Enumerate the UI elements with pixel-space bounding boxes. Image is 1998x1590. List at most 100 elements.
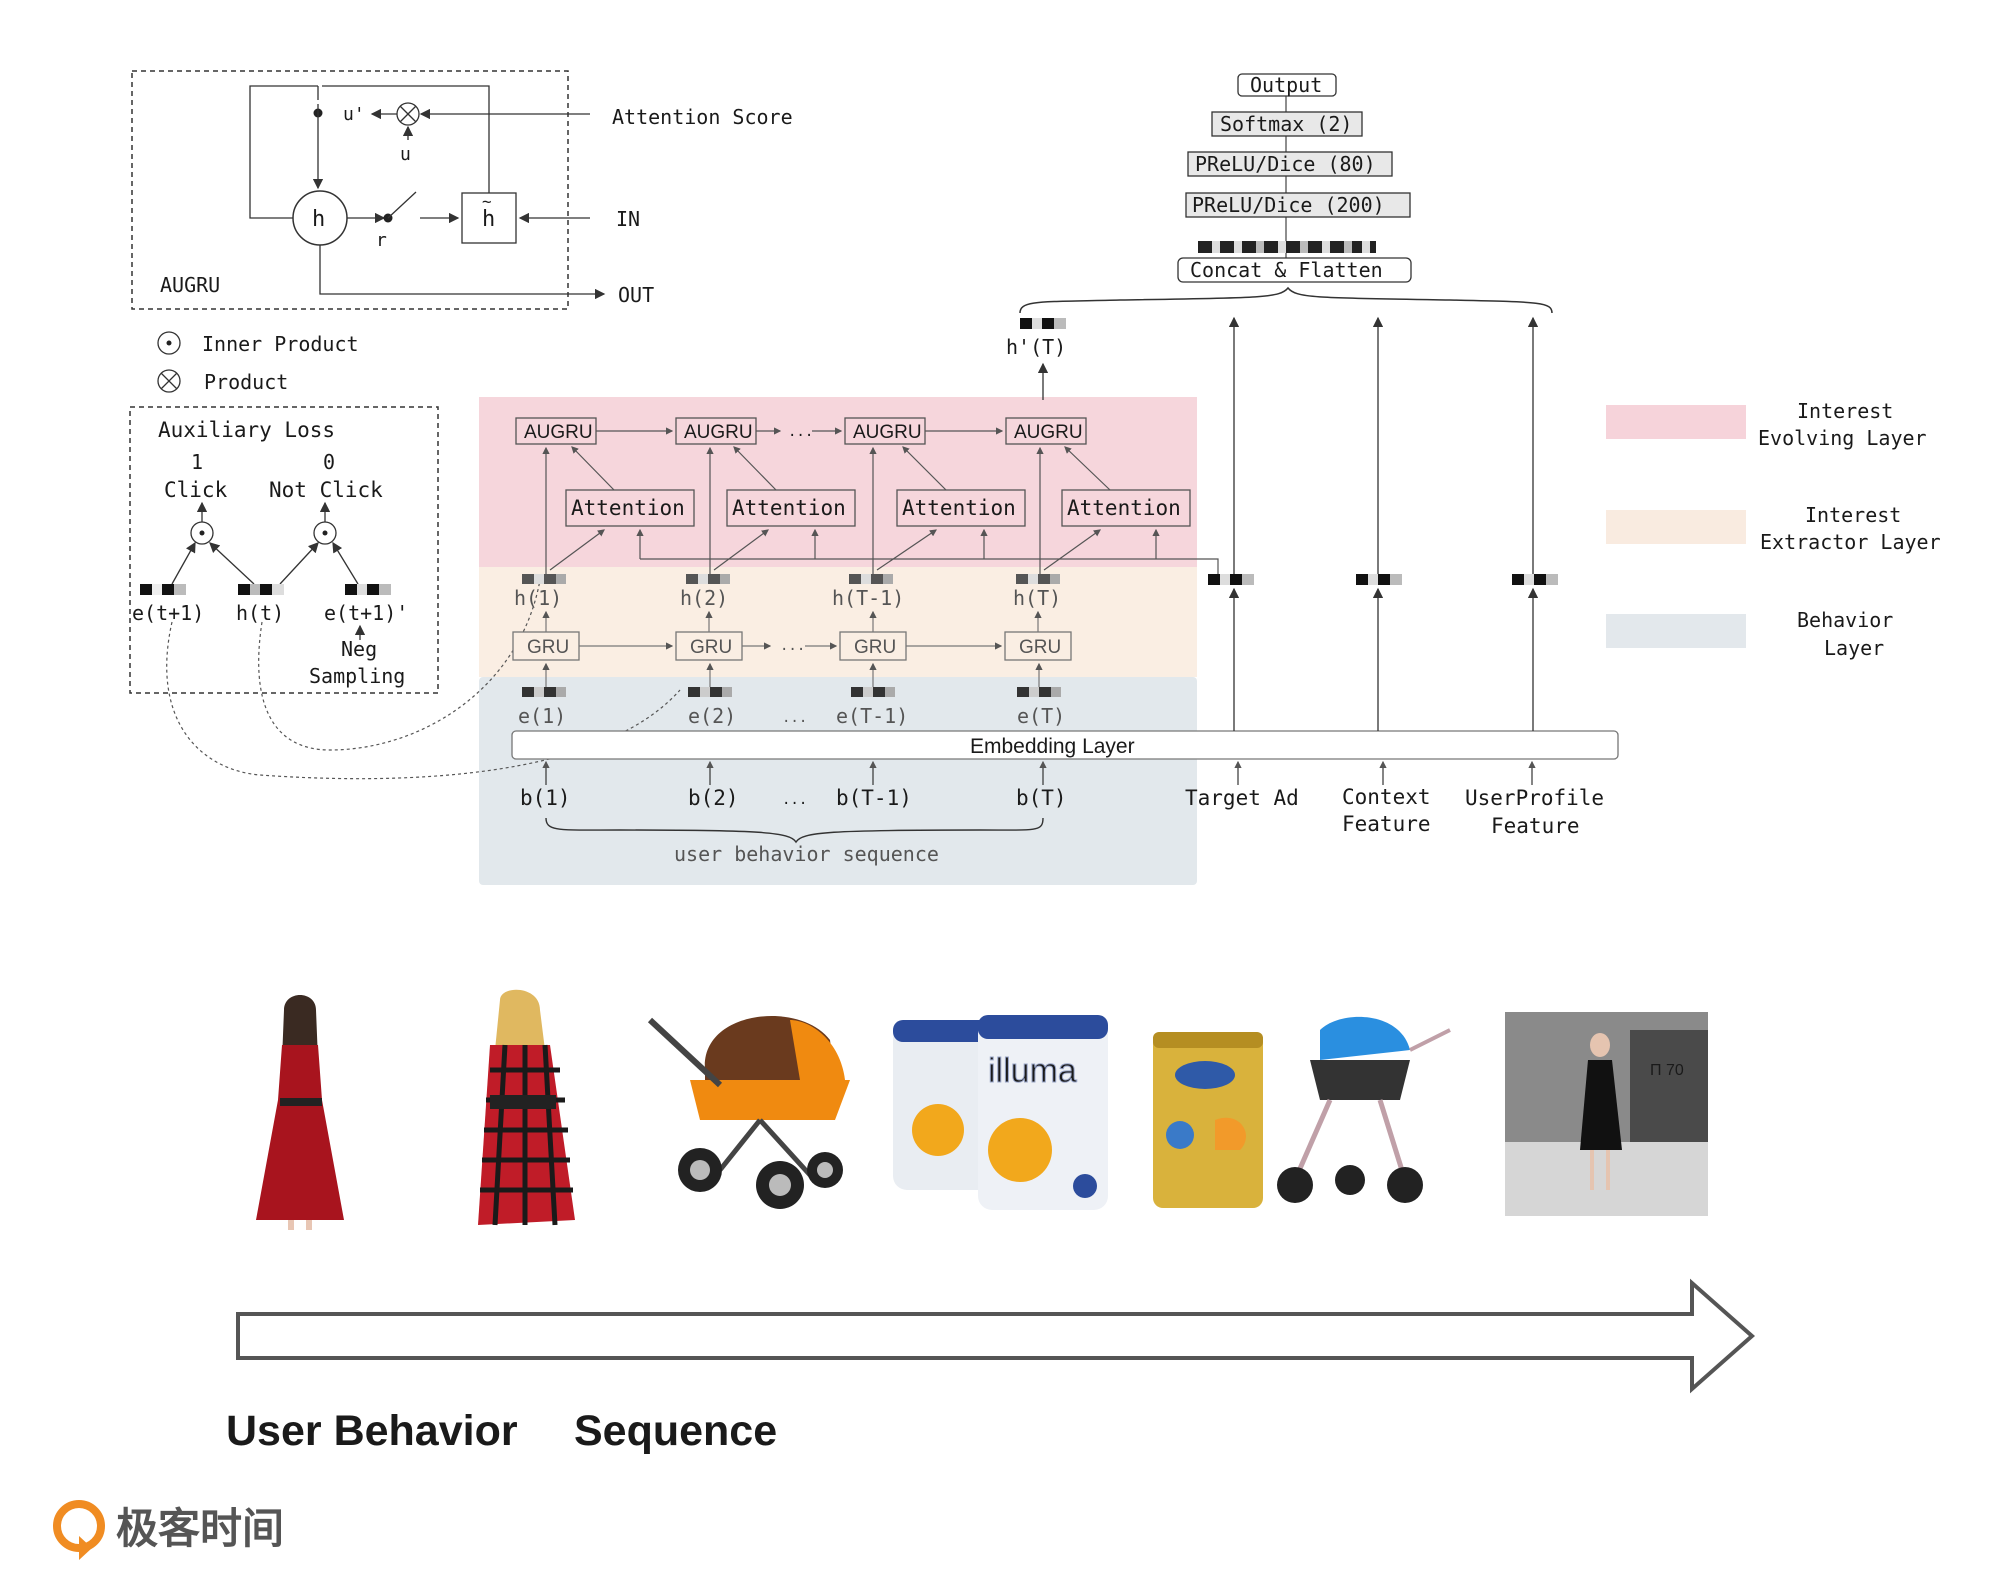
caption-user-behavior: User Behavior [226,1407,518,1455]
target-ad-embedding [1208,574,1254,585]
legend-behavior-line2: Layer [1824,636,1884,660]
click-value: 1 [191,450,203,474]
operator-legend: Inner Product Product [157,331,359,394]
concat-embedding-strip [1198,241,1376,253]
caption-sequence: Sequence [574,1407,777,1455]
context-embedding [1356,574,1402,585]
layer-legend: Interest Evolving Layer Interest Extract… [1606,399,1941,660]
not-click-value: 0 [323,450,335,474]
userprofile-feature-label-1: UserProfile [1465,786,1604,810]
orange-stroller-image [647,1016,850,1209]
userprofile-embedding [1512,574,1558,585]
behavior-layer: e(1) e(2) e(T-1) e(T) ... Embedding Laye… [511,662,1619,866]
r-label: r [376,230,387,251]
e-next-neg-label: e(t+1)' [324,601,408,625]
h-label-1: h(1) [514,586,562,610]
timeline-arrow [236,1278,1756,1394]
augru-cell-title: AUGRU [160,273,220,297]
h-label-2: h(2) [680,586,728,610]
attention-box-2 [726,489,856,527]
attention-box-1 [565,489,695,527]
augru-box-2 [675,417,757,445]
gru-label-2: GRU [690,637,732,658]
evolving-ellipsis: ... [788,424,813,440]
legend-extractor-line2: Extractor Layer [1760,530,1941,554]
product-label: Product [204,370,288,394]
legend-swatch-behavior [1606,614,1746,648]
e-label-1: e(1) [518,704,566,728]
user-behavior-sequence-label: user behavior sequence [674,842,939,866]
click-label: Click [164,478,228,502]
augru-label-2: AUGRU [684,422,753,443]
e-label-2: e(2) [688,704,736,728]
augru-box-3 [844,417,926,445]
legend-extractor-line1: Interest [1805,503,1901,527]
embedding-block [140,584,186,595]
side-inputs: Target Ad Context Feature UserProfile Fe… [1185,316,1604,838]
e-embedding-block [688,687,732,697]
attention-label-3: Attention [902,496,1016,520]
prelu-200-box [1185,192,1411,218]
e-embedding-block [522,687,566,697]
h-label: h [312,207,325,232]
gru-label-3: GRU [854,637,896,658]
legend-behavior-line1: Behavior [1797,608,1893,632]
b-label-3: b(T-1) [836,786,912,810]
h-embedding-block [849,574,893,584]
embedding-block [345,584,391,595]
interest-evolving-layer: AUGRU AUGRU AUGRU AUGRU ... Attention At… [515,417,1219,578]
context-feature-label-2: Feature [1342,812,1431,836]
behavior-ellipsis-e: ... [782,710,807,726]
h-tilde-label: h [482,207,495,232]
in-label: IN [616,207,640,231]
svg-text:~: ~ [482,192,492,211]
u-label: u [400,144,411,165]
gru-box-3 [839,631,907,661]
u-prime-label: u' [343,104,365,125]
augru-label-4: AUGRU [1014,422,1083,443]
brand-name: 极客时间 [116,1504,284,1553]
e-embedding-block [851,687,895,697]
e-label-4: e(T) [1017,704,1065,728]
interest-extractor-layer-bg [479,567,1197,677]
output-box [1237,73,1337,97]
red-dress-image [256,995,344,1230]
attention-label-4: Attention [1067,496,1181,520]
prelu-80-label: PReLU/Dice (80) [1195,152,1376,176]
aolola-milk-can-image [1153,1032,1263,1208]
inner-product-label: Inner Product [202,332,359,356]
attention-box-3 [896,489,1026,527]
behavior-ellipsis-b: ... [782,792,807,808]
illuma-milk-cans-image: illuma [893,1015,1108,1210]
svg-text:Π 70: Π 70 [1650,1062,1684,1079]
output-label: Output [1250,73,1322,97]
neg-sampling-label-1: Neg [341,637,377,661]
h-prime-embedding [1020,318,1066,329]
gru-box-1 [512,631,580,661]
context-feature-label-1: Context [1342,785,1431,809]
embedding-layer-bar [511,730,1619,760]
attention-score-label: Attention Score [612,105,793,129]
svg-text:illuma: illuma [988,1052,1077,1090]
out-label: OUT [618,283,654,307]
h-label-4: h(T) [1013,586,1061,610]
augru-label-1: AUGRU [524,422,593,443]
prelu-80-box [1187,151,1393,177]
target-ad-label: Target Ad [1185,786,1299,810]
softmax-box [1211,111,1363,137]
brand-logo: 极客时间 [53,1500,284,1560]
augru-label-3: AUGRU [853,422,922,443]
augru-box-4 [1005,417,1087,445]
attention-box-4 [1061,489,1191,527]
softmax-label: Softmax (2) [1220,112,1352,136]
h-embedding-block [1016,574,1060,584]
gru-box-4 [1004,631,1072,661]
blue-stroller-image [1277,1016,1451,1203]
plaid-dress-image [478,989,575,1226]
attention-label-1: Attention [571,496,685,520]
gru-label-1: GRU [527,637,569,658]
interest-extractor-layer: h(1) h(2) h(T-1) h(T) GRU GRU GRU GRU ..… [512,574,1072,661]
e-embedding-block [1017,687,1061,697]
neg-sampling-label-2: Sampling [309,664,405,688]
